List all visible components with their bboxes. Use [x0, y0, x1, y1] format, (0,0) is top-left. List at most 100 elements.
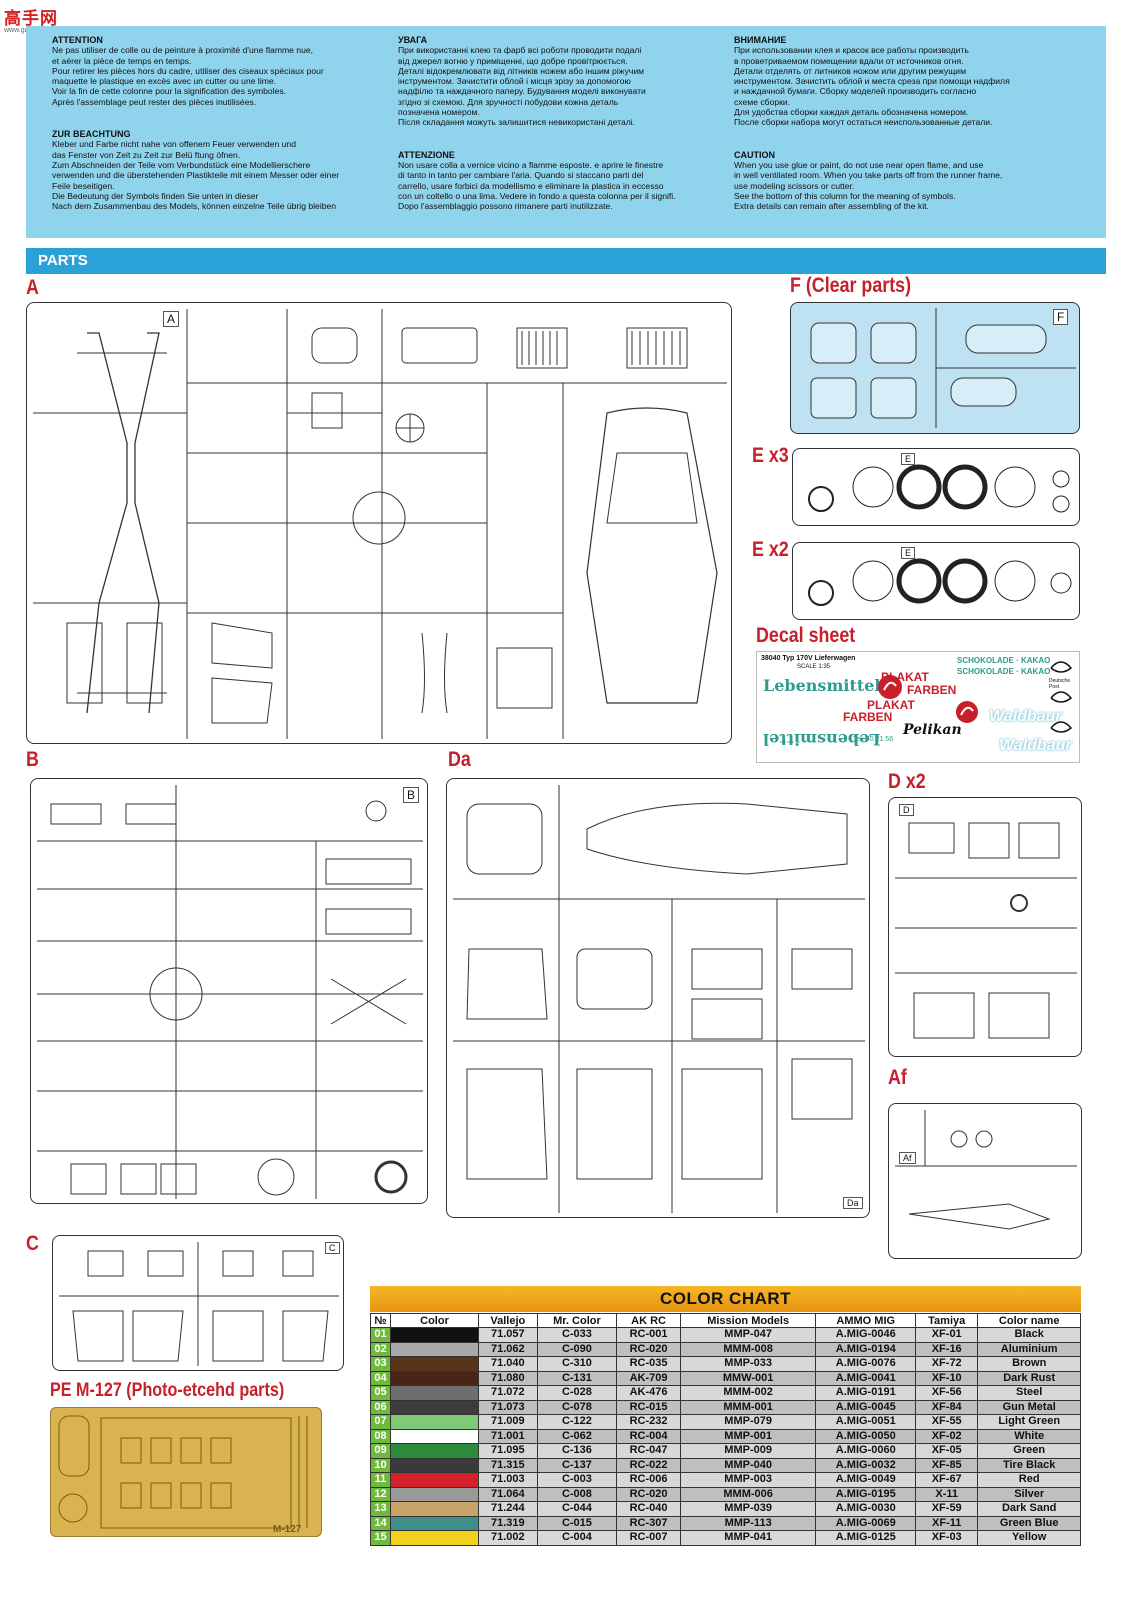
color-swatch — [390, 1414, 479, 1430]
pelikan-logo-icon — [878, 675, 902, 699]
sprue-d-x2-label: D x2 — [888, 770, 926, 793]
warning-text: При использовании клея и красок все рабо… — [734, 45, 1010, 128]
sprue-f-clear: F — [790, 302, 1080, 434]
sprue-c-label: C — [26, 1232, 39, 1255]
sprue-af-drawing — [895, 1110, 1077, 1230]
warning-column-2: УВАГА При використанні клею та фарб всі … — [398, 35, 728, 226]
sprue-b-tag: B — [403, 787, 420, 803]
color-tamiya: XF-11 — [915, 1515, 979, 1531]
sprue-e-tag: E — [901, 453, 916, 465]
decal-schokolade: SCHOKOLADE · KAKAO — [957, 656, 1051, 665]
sprue-da: Da — [446, 778, 870, 1218]
color-name: White — [977, 1428, 1081, 1444]
color-vallejo: 71.062 — [478, 1341, 538, 1357]
sprue-a-label: A — [26, 276, 39, 299]
sprue-b: B — [30, 778, 428, 1204]
color-mission: MMP-079 — [679, 1414, 817, 1430]
col-header: Tamiya — [915, 1313, 979, 1328]
sprue-da-tag: Da — [843, 1197, 863, 1209]
color-mrcolor: C-137 — [536, 1457, 618, 1473]
color-number: 04 — [370, 1370, 391, 1386]
color-vallejo: 71.073 — [478, 1399, 538, 1415]
color-ammo: A.MIG-0060 — [815, 1443, 917, 1459]
decal-scale: SCALE 1:35 — [797, 664, 831, 670]
color-name: Gun Metal — [977, 1399, 1081, 1415]
color-name: Black — [977, 1327, 1081, 1343]
sprue-af-label: Af — [888, 1066, 907, 1089]
sprue-c: C — [52, 1235, 344, 1371]
color-akrc: RC-004 — [616, 1428, 681, 1444]
color-swatch — [390, 1501, 479, 1517]
color-swatch — [390, 1399, 479, 1415]
sprue-f-tag: F — [1053, 309, 1069, 325]
color-name: Green Blue — [977, 1515, 1081, 1531]
sprue-e-x2-label: E x2 — [752, 538, 789, 561]
color-number: 14 — [370, 1515, 391, 1531]
pe-label: PE M-127 (Photo-etcehd parts) — [50, 1380, 285, 1401]
col-header: № — [370, 1313, 391, 1328]
color-name: Green — [977, 1443, 1081, 1459]
col-header: Mission Models — [679, 1313, 817, 1328]
color-ammo: A.MIG-0191 — [815, 1385, 917, 1401]
color-swatch — [390, 1486, 479, 1502]
color-swatch — [390, 1428, 479, 1444]
color-vallejo: 71.009 — [478, 1414, 538, 1430]
post-horn-icon — [1050, 661, 1073, 733]
color-vallejo: 71.001 — [478, 1428, 538, 1444]
color-chart-table: № Color Vallejo Mr. Color AK RC Mission … — [370, 1313, 1081, 1546]
color-number: 08 — [370, 1428, 391, 1444]
color-number: 01 — [370, 1327, 391, 1343]
color-vallejo: 71.040 — [478, 1356, 538, 1372]
decal-schokolade-2: SCHOKOLADE · KAKAO — [957, 667, 1051, 676]
color-ammo: A.MIG-0051 — [815, 1414, 917, 1430]
warning-en: CAUTION When you use glue or paint, do n… — [734, 150, 1084, 212]
sprue-af: Af — [888, 1103, 1082, 1259]
color-name: Light Green — [977, 1414, 1081, 1430]
col-header: AMMO MIG — [815, 1313, 917, 1328]
decal-pelikan: Pelikan — [903, 722, 962, 738]
color-name: Silver — [977, 1486, 1081, 1502]
decal-sheet: 38040 Typ 170V Lieferwagen SCALE 1:35 Le… — [756, 651, 1080, 763]
color-vallejo: 71.002 — [478, 1530, 538, 1546]
color-mrcolor: C-028 — [536, 1385, 618, 1401]
sprue-d-drawing — [895, 822, 1077, 1039]
color-tamiya: XF-05 — [915, 1443, 979, 1459]
color-akrc: RC-015 — [616, 1399, 681, 1415]
color-tamiya: XF-84 — [915, 1399, 979, 1415]
color-swatch — [390, 1370, 479, 1386]
color-mrcolor: C-044 — [536, 1501, 618, 1517]
color-number: 09 — [370, 1443, 391, 1459]
col-header: Color — [390, 1313, 479, 1328]
color-akrc: RC-040 — [616, 1501, 681, 1517]
color-swatch — [390, 1443, 479, 1459]
color-mission: MMP-003 — [679, 1472, 817, 1488]
warning-text: Ne pas utiliser de colle ou de peinture … — [52, 45, 324, 107]
decal-waldbaur: Waldbaur — [989, 708, 1062, 725]
color-swatch — [390, 1457, 479, 1473]
color-swatch — [390, 1530, 479, 1546]
color-vallejo: 71.244 — [478, 1501, 538, 1517]
warning-title: ВНИМАНИЕ — [734, 35, 787, 45]
pe-fret: M-127 — [50, 1407, 322, 1537]
color-vallejo: 71.064 — [478, 1486, 538, 1502]
pe-tag: M-127 — [273, 1524, 302, 1535]
decal-header: 38040 Typ 170V Lieferwagen — [761, 655, 856, 662]
color-number: 15 — [370, 1530, 391, 1546]
warning-de: ZUR BEACHTUNG Kleber und Farbe nicht nah… — [52, 129, 392, 211]
color-mission: MMM-006 — [679, 1486, 817, 1502]
pe-fret-drawing — [58, 1415, 308, 1529]
decal-tel: Tel: 40 21 56 — [853, 736, 894, 743]
color-number: 06 — [370, 1399, 391, 1415]
color-swatch — [390, 1327, 479, 1343]
color-number: 10 — [370, 1457, 391, 1473]
color-mrcolor: C-136 — [536, 1443, 618, 1459]
color-mission: MMP-047 — [679, 1327, 817, 1343]
color-swatch — [390, 1472, 479, 1488]
